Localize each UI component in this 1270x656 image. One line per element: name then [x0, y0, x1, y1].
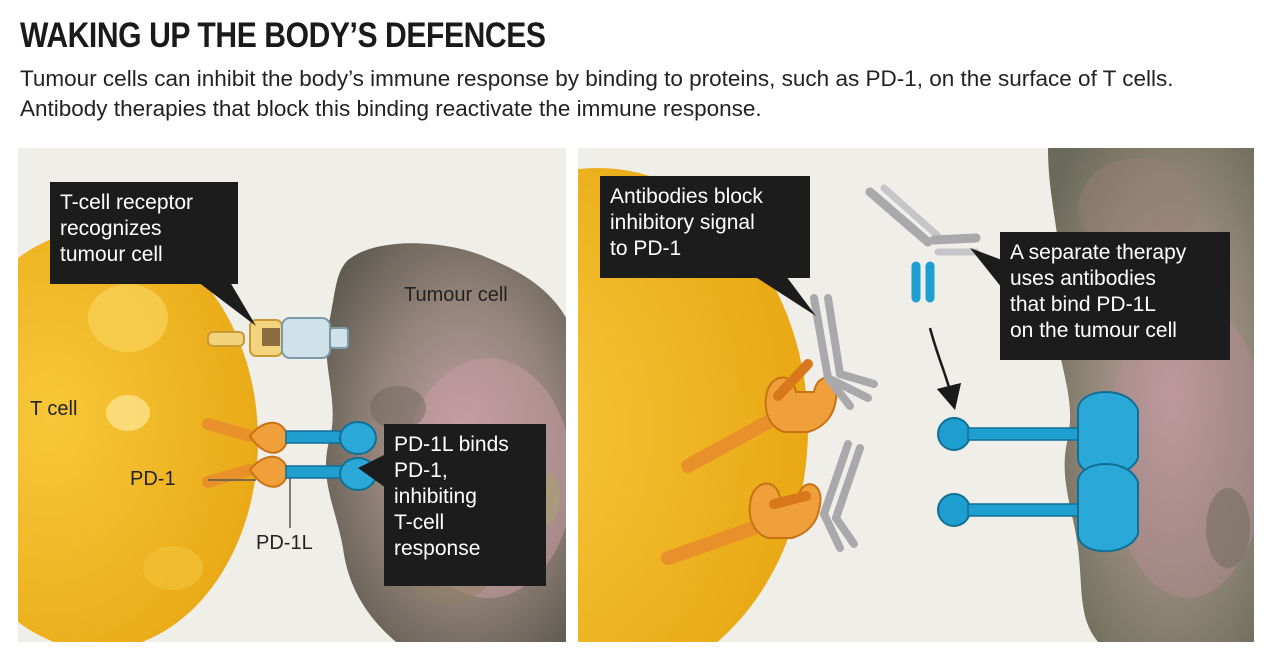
callout-receptor-pointer [198, 282, 256, 326]
antibody-anti-pd1 [820, 440, 864, 552]
pd1-receptor [661, 482, 822, 565]
label-pd1l: PD-1L [256, 532, 313, 554]
page-subtitle: Tumour cells can inhibit the body’s immu… [20, 66, 1174, 121]
binding-arrow [928, 327, 962, 411]
antibody-anti-pd1l [865, 184, 981, 303]
antibody-anti-pd1 [810, 294, 878, 410]
callout-separate-therapy: A separate therapy uses antibodies that … [1000, 232, 1230, 360]
pd1l-ligand [285, 421, 377, 455]
left-panel-diagram: T-cell receptor recognizes tumour cell P… [18, 148, 566, 642]
right-panel-diagram: Antibodies block inhibitory signal to PD… [578, 148, 1254, 642]
callout-pd1l-binding: PD-1L binds PD-1, inhibiting T-cell resp… [384, 424, 546, 586]
callout-antibodies-pointer [754, 276, 816, 316]
pd1l-ligand [937, 463, 1139, 553]
pd1-receptor [681, 359, 838, 473]
label-pd1: PD-1 [130, 468, 176, 490]
right-panel-illustration [578, 148, 1254, 642]
page-title: WAKING UP THE BODY’S DEFENCES [20, 16, 546, 55]
tumour-cell-spot [370, 386, 426, 430]
label-tumour-cell: Tumour cell [404, 284, 508, 306]
pd1l-ligand [937, 391, 1139, 477]
tumour-antigen [281, 317, 349, 359]
callout-separate-pointer [970, 248, 1002, 288]
t-cell-highlight [106, 395, 150, 431]
t-cell-highlight [143, 546, 203, 590]
t-cell-highlight [88, 284, 168, 352]
callout-tcell-receptor: T-cell receptor recognizes tumour cell [50, 182, 238, 284]
t-cell [18, 230, 258, 642]
pd1-receptor [202, 418, 290, 454]
tumour-cell-spot [1206, 488, 1250, 568]
callout-binding-pointer [358, 454, 386, 488]
callout-antibodies-block: Antibodies block inhibitory signal to PD… [600, 176, 810, 278]
label-t-cell: T cell [30, 398, 78, 420]
